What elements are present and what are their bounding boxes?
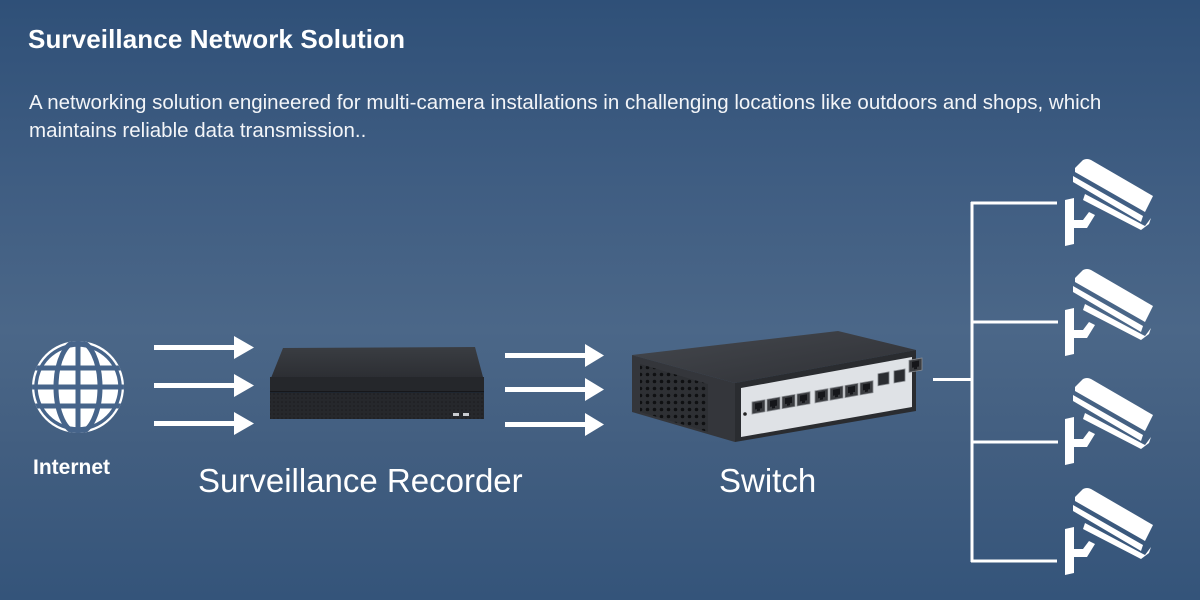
page-description: A networking solution engineered for mul… bbox=[29, 91, 1102, 142]
arrow-icon bbox=[505, 413, 604, 436]
page-title: Surveillance Network Solution bbox=[28, 24, 406, 54]
globe-icon bbox=[32, 341, 124, 433]
camera-branch-lines bbox=[933, 201, 1058, 563]
cctv-camera-icon bbox=[1065, 378, 1153, 465]
arrow-icon bbox=[505, 344, 604, 367]
arrow-icon bbox=[154, 412, 254, 435]
arrow-icon bbox=[505, 378, 604, 401]
switch-label: Switch bbox=[719, 462, 817, 499]
arrow-icon bbox=[154, 336, 254, 359]
switch-device-image bbox=[632, 331, 923, 442]
recorder-device-image bbox=[270, 347, 484, 419]
arrow-icon bbox=[154, 374, 254, 397]
cctv-camera-icon bbox=[1065, 488, 1153, 575]
cctv-camera-icon bbox=[1065, 159, 1153, 246]
recorder-label: Surveillance Recorder bbox=[198, 462, 523, 499]
internet-label: Internet bbox=[33, 456, 111, 479]
cctv-camera-icon bbox=[1065, 269, 1153, 356]
arrows-internet-to-recorder bbox=[154, 336, 254, 435]
arrows-recorder-to-switch bbox=[505, 344, 604, 436]
